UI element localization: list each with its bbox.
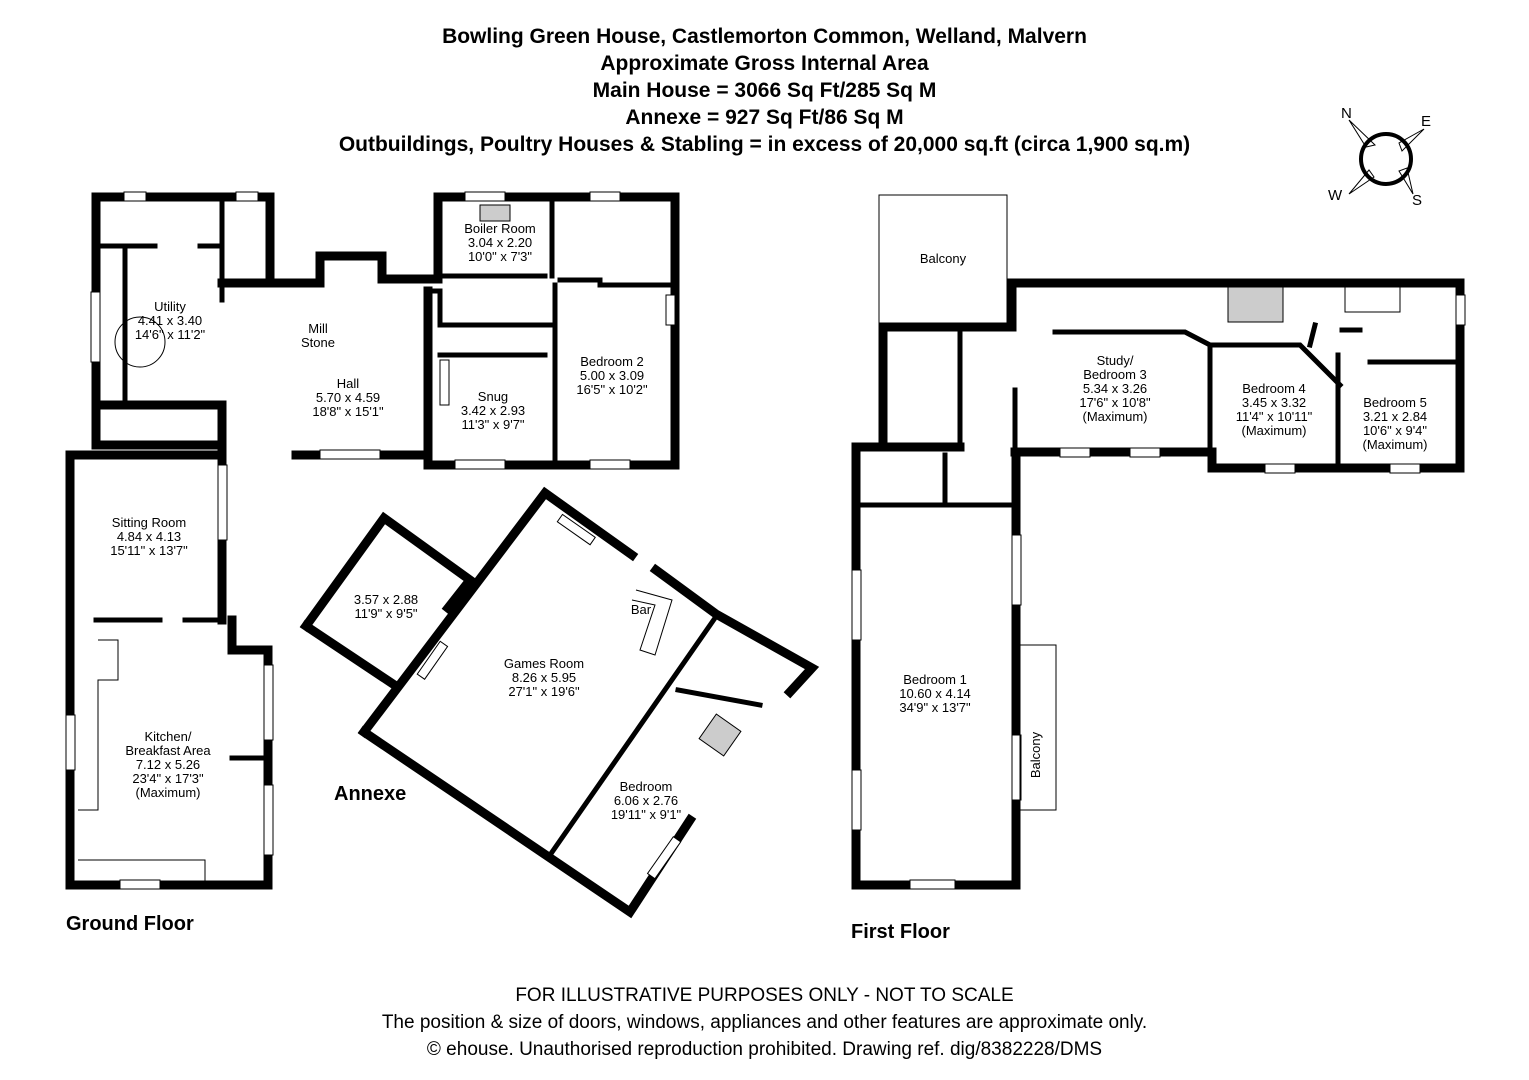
- room-name: Bedroom: [619, 779, 673, 794]
- room-name: Bedroom 1: [903, 672, 967, 687]
- compass-rose-icon: [1348, 119, 1425, 195]
- room-dimensions-imperial: 15'11" x 13'7": [110, 543, 188, 558]
- first-floor-label: First Floor: [851, 921, 950, 943]
- room-name: Bedroom 2: [580, 354, 644, 369]
- room-label-bedroom-5: Bedroom 5 3.21 x 2.84 10'6" x 9'4" (Maxi…: [1363, 396, 1428, 452]
- annexe-area: Annexe = 927 Sq Ft/86 Sq M: [625, 106, 904, 129]
- outbuildings-area: Outbuildings, Poultry Houses & Stabling …: [338, 133, 1191, 156]
- room-note: (Maximum): [135, 785, 201, 800]
- room-label-balcony-side: Balcony: [1028, 731, 1043, 779]
- mill-stone-line2: Stone: [301, 335, 335, 350]
- room-note: (Maximum): [1082, 409, 1148, 424]
- room-note: (Maximum): [1241, 423, 1307, 438]
- room-name: Games Room: [503, 656, 585, 671]
- disclaimer-text: The position & size of doors, windows, a…: [381, 1012, 1148, 1033]
- room-dimensions-metric: 3.57 x 2.88: [353, 592, 419, 607]
- compass-west: W: [1328, 187, 1343, 204]
- compass-south: S: [1412, 192, 1423, 209]
- mill-stone-label: Mill Stone: [301, 322, 335, 350]
- annexe-label: Annexe: [334, 783, 407, 805]
- plan-title: Bowling Green House, Castlemorton Common…: [442, 25, 1087, 48]
- room-dimensions-imperial: 11'3" x 9'7": [461, 417, 525, 432]
- room-dimensions-imperial: 10'6" x 9'4": [1362, 423, 1428, 438]
- room-name-line1: Kitchen/: [144, 729, 192, 744]
- room-dimensions-imperial: 11'4" x 10'11": [1235, 409, 1313, 424]
- room-dimensions-imperial: 10'0" x 7'3": [467, 249, 533, 264]
- mill-stone-line1: Mill: [308, 321, 328, 336]
- room-name: Snug: [477, 389, 509, 404]
- room-dimensions-metric: 5.00 x 3.09: [579, 368, 645, 383]
- room-dimensions-metric: 4.41 x 3.40: [137, 313, 203, 328]
- room-label-utility: Utility 4.41 x 3.40 14'6" x 11'2": [135, 300, 205, 342]
- room-dimensions-imperial: 18'8" x 15'1": [312, 404, 384, 419]
- room-dimensions-imperial: 19'11" x 9'1": [610, 807, 682, 822]
- room-dimensions-metric: 3.45 x 3.32: [1241, 395, 1307, 410]
- first-floor-plan: [851, 194, 1466, 890]
- room-label-bedroom-4: Bedroom 4 3.45 x 3.32 11'4" x 10'11" (Ma…: [1236, 382, 1313, 438]
- room-label-sitting-room: Sitting Room 4.84 x 4.13 15'11" x 13'7": [110, 516, 188, 558]
- room-dimensions-metric: 10.60 x 4.14: [899, 686, 971, 701]
- room-name: Balcony: [919, 251, 967, 266]
- room-label-bedroom-2: Bedroom 2 5.00 x 3.09 16'5" x 10'2": [576, 355, 647, 397]
- room-dimensions-imperial: 34'9" x 13'7": [899, 700, 971, 715]
- room-dimensions-metric: 3.42 x 2.93: [460, 403, 526, 418]
- room-dimensions-metric: 4.84 x 4.13: [116, 529, 182, 544]
- area-heading: Approximate Gross Internal Area: [600, 52, 929, 75]
- room-dimensions-imperial: 16'5" x 10'2": [576, 382, 648, 397]
- ground-floor-plan: [65, 191, 680, 890]
- disclaimer-heading: FOR ILLUSTRATIVE PURPOSES ONLY - NOT TO …: [515, 985, 1014, 1006]
- room-label-boiler-room: Boiler Room 3.04 x 2.20 10'0" x 7'3": [464, 222, 536, 264]
- room-name-line1: Study/: [1096, 353, 1134, 368]
- room-dimensions-metric: 6.06 x 2.76: [613, 793, 679, 808]
- annexe-plan: [299, 486, 820, 919]
- room-name: Boiler Room: [464, 221, 536, 236]
- room-dimensions-metric: 7.12 x 5.26: [135, 757, 201, 772]
- room-label-bar: Bar: [631, 603, 651, 617]
- room-dimensions-imperial: 14'6" x 11'2": [134, 327, 206, 342]
- room-label-kitchen: Kitchen/ Breakfast Area 7.12 x 5.26 23'4…: [125, 730, 210, 800]
- room-label-games-room: Games Room 8.26 x 5.95 27'1" x 19'6": [504, 657, 584, 699]
- room-label-study-bedroom-3: Study/ Bedroom 3 5.34 x 3.26 17'6" x 10'…: [1079, 354, 1150, 424]
- room-dimensions-imperial: 23'4" x 17'3": [132, 771, 204, 786]
- room-name: Bedroom 4: [1242, 381, 1306, 396]
- room-note: (Maximum): [1362, 437, 1428, 452]
- room-label-snug: Snug 3.42 x 2.93 11'3" x 9'7": [461, 390, 525, 432]
- room-name: Sitting Room: [111, 515, 187, 530]
- room-name: Bar: [630, 602, 652, 617]
- room-label-hall: Hall 5.70 x 4.59 18'8" x 15'1": [312, 377, 383, 419]
- room-label-annexe-bedroom: Bedroom 6.06 x 2.76 19'11" x 9'1": [611, 780, 681, 822]
- room-name: Bedroom 5: [1363, 395, 1427, 410]
- room-dimensions-metric: 3.04 x 2.20: [467, 235, 533, 250]
- room-label-bedroom-1: Bedroom 1 10.60 x 4.14 34'9" x 13'7": [899, 673, 971, 715]
- room-dimensions-imperial: 11'9" x 9'5": [354, 606, 418, 621]
- copyright-text: © ehouse. Unauthorised reproduction proh…: [426, 1039, 1103, 1060]
- compass-east: E: [1421, 113, 1432, 130]
- room-name: Hall: [336, 376, 360, 391]
- main-house-area: Main House = 3066 Sq Ft/285 Sq M: [592, 79, 937, 102]
- compass-north: N: [1341, 105, 1352, 122]
- room-dimensions-metric: 8.26 x 5.95: [511, 670, 577, 685]
- room-dimensions-imperial: 27'1" x 19'6": [508, 684, 580, 699]
- room-label-balcony-top: Balcony: [920, 252, 966, 266]
- room-name: Utility: [154, 299, 186, 314]
- room-dimensions-imperial: 17'6" x 10'8": [1079, 395, 1151, 410]
- room-label-annexe-small-room: 3.57 x 2.88 11'9" x 9'5": [354, 593, 418, 621]
- ground-floor-label: Ground Floor: [66, 913, 194, 935]
- room-dimensions-metric: 3.21 x 2.84: [1362, 409, 1428, 424]
- room-name-line2: Breakfast Area: [125, 743, 211, 758]
- room-dimensions-metric: 5.70 x 4.59: [315, 390, 381, 405]
- room-name: Balcony: [1028, 731, 1043, 779]
- room-dimensions-metric: 5.34 x 3.26: [1082, 381, 1148, 396]
- room-name-line2: Bedroom 3: [1083, 367, 1147, 382]
